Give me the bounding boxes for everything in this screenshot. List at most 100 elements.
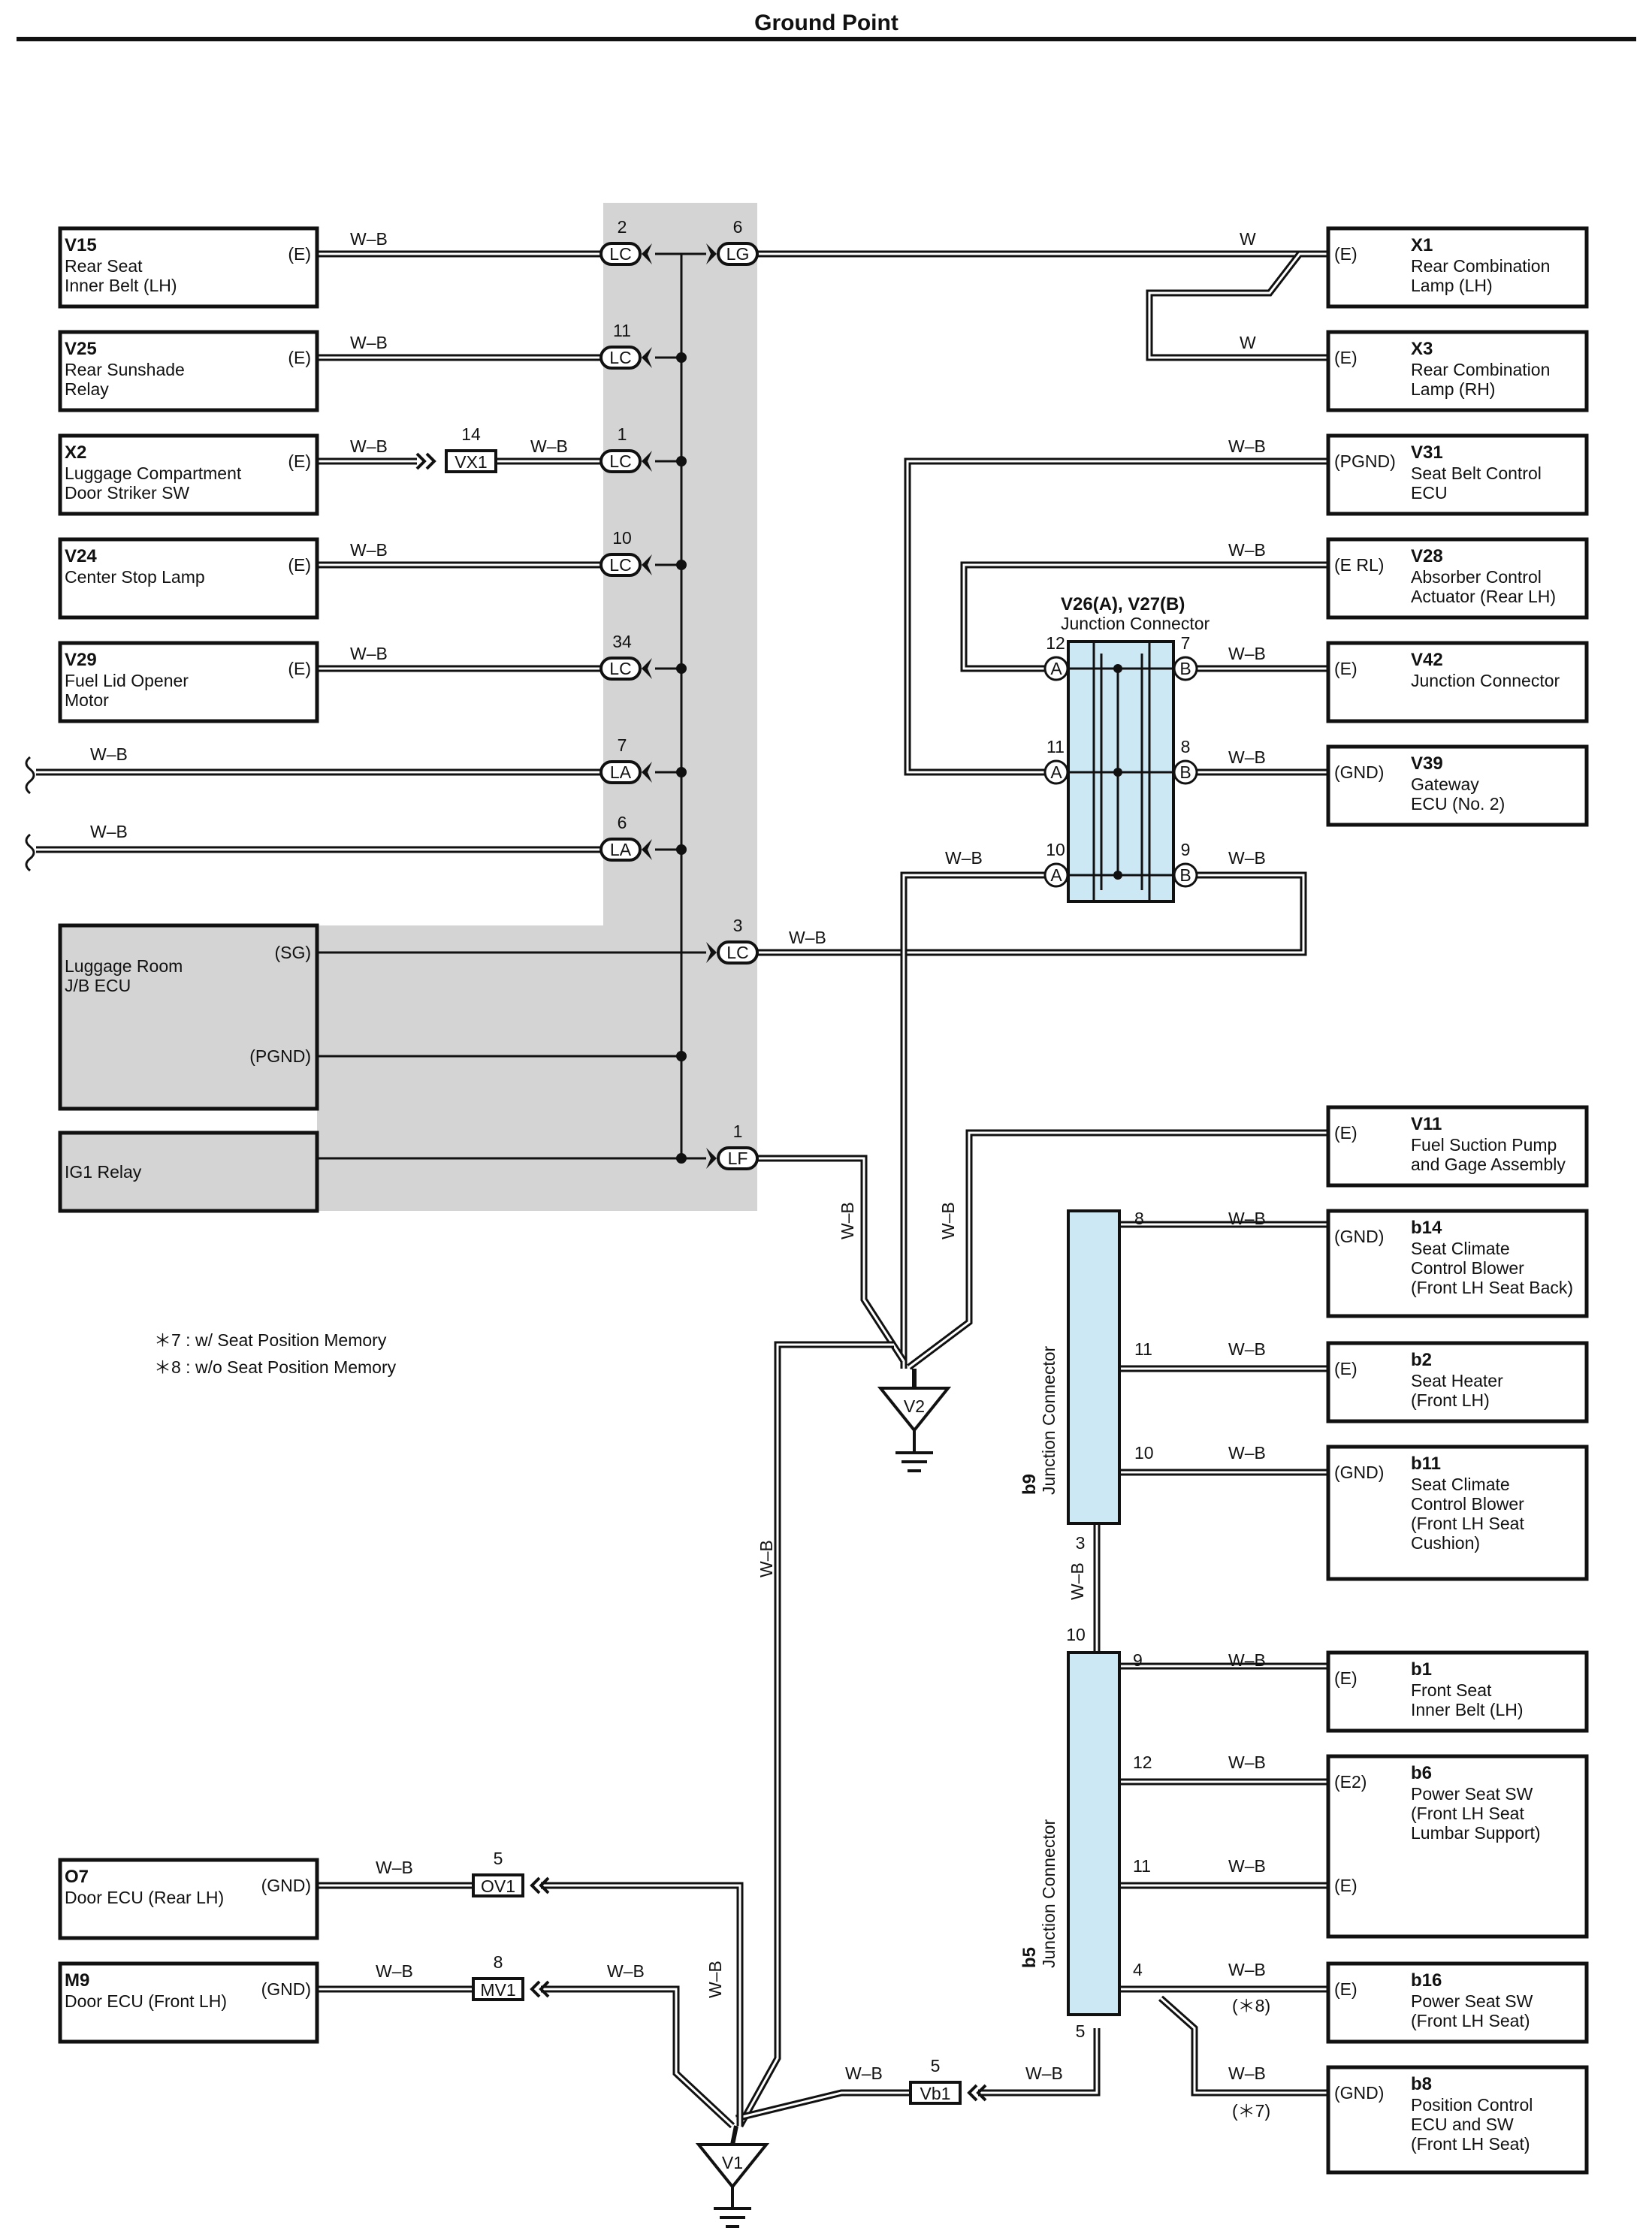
svg-text:(E): (E): [1334, 1876, 1358, 1895]
svg-text:Door Striker SW: Door Striker SW: [65, 483, 189, 503]
svg-text:Absorber Control: Absorber Control: [1411, 567, 1542, 587]
svg-text:W–B: W–B: [705, 1961, 725, 1998]
svg-text:b1: b1: [1411, 1659, 1432, 1680]
svg-text:Inner Belt (LH): Inner Belt (LH): [65, 276, 177, 295]
ground-point-v2: V2: [877, 1369, 952, 1472]
svg-text:W–B: W–B: [1228, 848, 1266, 868]
svg-text:V26(A), V27(B): V26(A), V27(B): [1061, 594, 1185, 614]
svg-text:W: W: [1240, 229, 1256, 249]
svg-text:8: 8: [1134, 1209, 1144, 1228]
component-b2: (E) b2 Seat Heater (Front LH): [1326, 1341, 1589, 1423]
svg-text:W–B: W–B: [1228, 1752, 1266, 1772]
svg-text:W–B: W–B: [1228, 1960, 1266, 1979]
svg-text:Door ECU (Rear LH): Door ECU (Rear LH): [65, 1888, 224, 1907]
ig1-relay: IG1 Relay LF 1: [58, 1122, 759, 1213]
svg-text:Junction Connector: Junction Connector: [1411, 671, 1560, 690]
svg-text:and Gage Assembly: and Gage Assembly: [1411, 1155, 1566, 1174]
svg-text:(＊7): (＊7): [1232, 2101, 1270, 2121]
component-b6: (E2) (E) b6 Power Seat SW (Front LH Seat…: [1326, 1754, 1589, 1939]
svg-text:Lamp (RH): Lamp (RH): [1411, 379, 1495, 399]
svg-text:Door ECU (Front LH): Door ECU (Front LH): [65, 1991, 227, 2011]
component-m9: M9 Door ECU (Front LH) (GND) W–B MV1 8 W…: [58, 1952, 645, 2044]
svg-text:W–B: W–B: [607, 1961, 645, 1981]
svg-text:W–B: W–B: [90, 744, 128, 764]
svg-text:V25: V25: [65, 339, 97, 359]
svg-text:MV1: MV1: [480, 1980, 515, 2000]
junction-connector-v26-v27: V26(A), V27(B) Junction Connector A A A …: [945, 594, 1266, 903]
svg-text:LA: LA: [610, 762, 632, 782]
svg-text:Power Seat SW: Power Seat SW: [1411, 1991, 1533, 2011]
svg-text:6: 6: [733, 217, 743, 237]
left-component-v24: V24 Center Stop Lamp (E) W–B 10: [58, 528, 632, 620]
svg-text:IG1 Relay: IG1 Relay: [65, 1162, 142, 1182]
svg-text:Actuator (Rear LH): Actuator (Rear LH): [1411, 587, 1556, 606]
svg-text:A: A: [1050, 659, 1062, 678]
svg-text:Position Control: Position Control: [1411, 2095, 1533, 2115]
svg-text:LC: LC: [726, 943, 748, 962]
svg-text:b8: b8: [1411, 2074, 1432, 2094]
svg-text:LF: LF: [728, 1149, 748, 1168]
svg-text:(E): (E): [1334, 1668, 1358, 1688]
svg-text:W–B: W–B: [1228, 1339, 1266, 1359]
svg-text:W–B: W–B: [1228, 644, 1266, 663]
svg-text:34: 34: [612, 632, 632, 651]
svg-text:A: A: [1050, 865, 1062, 885]
svg-text:Center Stop Lamp: Center Stop Lamp: [65, 567, 205, 587]
svg-text:V42: V42: [1411, 650, 1443, 670]
svg-text:V1: V1: [722, 2153, 743, 2172]
svg-text:10: 10: [1134, 1443, 1154, 1463]
svg-text:5: 5: [931, 2056, 941, 2076]
svg-text:V24: V24: [65, 546, 97, 566]
svg-text:Junction Connector: Junction Connector: [1039, 1819, 1059, 1968]
svg-text:11: 11: [613, 321, 631, 340]
svg-text:b9: b9: [1019, 1474, 1040, 1495]
svg-text:W–B: W–B: [789, 928, 826, 947]
svg-text:＊8 : w/o Seat Position Memory: ＊8 : w/o Seat Position Memory: [154, 1357, 397, 1377]
svg-text:W–B: W–B: [1228, 436, 1266, 456]
svg-text:(GND): (GND): [1334, 1463, 1384, 1482]
svg-text:(E2): (E2): [1334, 1772, 1367, 1792]
svg-text:OV1: OV1: [481, 1876, 515, 1896]
svg-text:V39: V39: [1411, 753, 1443, 774]
svg-text:VX1: VX1: [455, 452, 487, 472]
svg-text:B: B: [1179, 659, 1191, 678]
svg-text:b5: b5: [1019, 1947, 1040, 1968]
svg-text:W–B: W–B: [1228, 1443, 1266, 1463]
svg-text:V28: V28: [1411, 546, 1443, 566]
svg-text:(E): (E): [288, 451, 311, 471]
jb-connector-ovals: LC LC LC LC LC LA LA: [599, 242, 652, 862]
svg-text:Relay: Relay: [65, 379, 109, 399]
svg-text:14: 14: [461, 424, 481, 444]
svg-text:Fuel Suction Pump: Fuel Suction Pump: [1411, 1135, 1557, 1155]
svg-text:LA: LA: [610, 840, 632, 859]
svg-text:W–B: W–B: [845, 2063, 883, 2083]
svg-text:(GND): (GND): [261, 1979, 311, 1999]
svg-text:(Front LH Seat): (Front LH Seat): [1411, 2011, 1530, 2030]
svg-text:W–B: W–B: [1025, 2063, 1063, 2083]
component-b14: (GND) b14 Seat Climate Control Blower (F…: [1326, 1209, 1589, 1318]
svg-text:W–B: W–B: [376, 1858, 413, 1877]
svg-text:(GND): (GND): [1334, 762, 1384, 782]
svg-text:Junction Connector: Junction Connector: [1039, 1345, 1059, 1495]
svg-text:b6: b6: [1411, 1763, 1432, 1783]
svg-text:W–B: W–B: [1228, 1209, 1266, 1228]
svg-text:(PGND): (PGND): [249, 1046, 311, 1066]
svg-text:Cushion): Cushion): [1411, 1533, 1480, 1553]
notes: ＊7 : w/ Seat Position Memory ＊8 : w/o Se…: [154, 1330, 397, 1377]
svg-text:b11: b11: [1411, 1454, 1441, 1474]
svg-text:(GND): (GND): [261, 1876, 311, 1895]
svg-text:LC: LC: [609, 659, 631, 678]
svg-text:(E): (E): [288, 659, 311, 678]
svg-text:11: 11: [1134, 1339, 1152, 1359]
svg-text:X2: X2: [65, 442, 86, 463]
luggage-jb-region: [317, 203, 757, 1211]
svg-text:Vb1: Vb1: [920, 2084, 951, 2103]
svg-text:W–B: W–B: [350, 229, 388, 249]
svg-text:＊7 : w/ Seat Position Memory: ＊7 : w/ Seat Position Memory: [154, 1330, 387, 1350]
svg-text:7: 7: [1181, 633, 1191, 653]
svg-text:W–B: W–B: [90, 822, 128, 841]
svg-text:Rear Combination: Rear Combination: [1411, 360, 1550, 379]
right-component-v31: (PGND) V31 Seat Belt Control ECU W–B: [1228, 433, 1589, 516]
svg-text:11: 11: [1046, 737, 1065, 756]
svg-text:W–B: W–B: [350, 333, 388, 352]
